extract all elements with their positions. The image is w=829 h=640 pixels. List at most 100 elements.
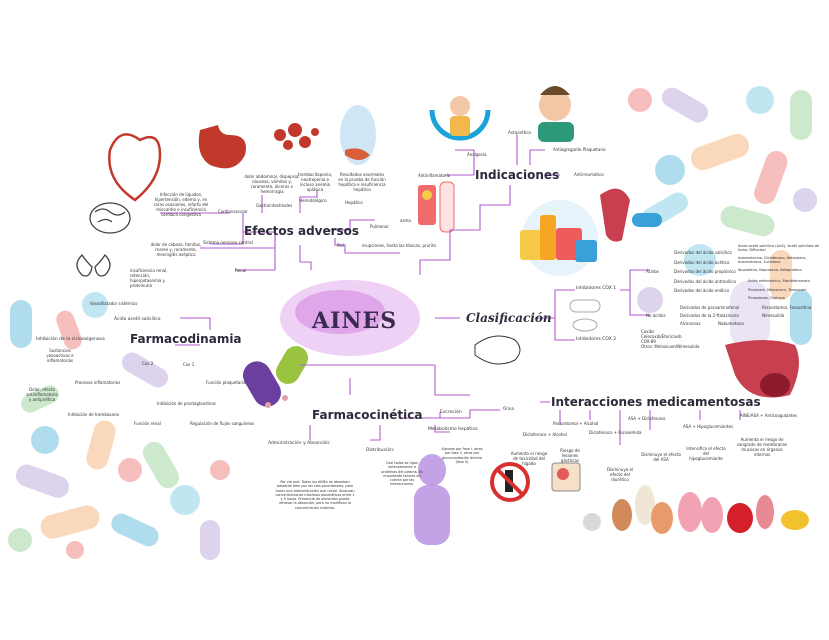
aines-splash [280, 280, 420, 356]
interaccion-label: Diclofenaco + Alcohol [523, 432, 567, 437]
no-acidos-detail: Nimesulida [762, 313, 785, 318]
organ-characters-icon [583, 485, 809, 534]
no-acidos-item: Alcanonas [680, 321, 701, 326]
cox2-item: Celecoxib/Etoricoxib [641, 334, 682, 339]
metabolismo-label: Metabolismo hepático [428, 427, 478, 432]
cox2-item: COX-89 [641, 339, 656, 344]
stomach-icon [198, 125, 246, 169]
absorcion-detail: Por vía oral. Todos los AINEs se absorbe… [275, 480, 355, 510]
cox1-label: Inhibidores COX 1 [576, 286, 617, 291]
acidos-detail: Ácido mefenámico, Meclofenamato [748, 279, 810, 283]
branch-gastrointestinales: Gastrointestinales [256, 203, 293, 208]
interaccion-detail: Disminuye el efecto del ASA [641, 452, 681, 462]
detail-hepatico: Resultados anormales en la prueba de fun… [338, 172, 386, 192]
detail-renal: insuficiencia renal, retención, hiperpot… [130, 268, 168, 288]
cox2-label: Inhibidores COX 2 [576, 337, 617, 342]
acidos-detail: Ácido acetil salicílico (AAS), Acetil sa… [738, 244, 820, 253]
metabolismo-detail: Algunos por fase I, otros por fase II, o… [441, 447, 483, 464]
acidos-detail: Ibuprofeno, Naproxeno, Ketoprofeno [738, 268, 802, 272]
blood-vessel-icon [725, 340, 799, 398]
connector-lines [160, 135, 741, 445]
interacciones-heading: Interacciones medicamentosas [551, 395, 761, 409]
body-icon [414, 454, 450, 545]
no-acidos-label: No ácidos [646, 313, 666, 318]
detail-pulmonar: asma [400, 218, 411, 223]
branch-hematologico: Hematológico [299, 198, 327, 203]
fd-item: Procesos inflamatorios [75, 380, 121, 385]
acidos-item: Derivados del ácido salicílico [674, 250, 732, 255]
branch-cardiovascular: Cardiovascular [218, 209, 248, 214]
interaccion-detail: Riesgo de lesiones gástricas [560, 448, 580, 463]
indicacion-antiinflamatorio: Antiinflamatorio [418, 173, 451, 178]
no-alcohol-icon [490, 462, 530, 502]
fd-item: Dolor, efecto antiinflamatorio y antipir… [26, 387, 58, 402]
fd-item: Función plaquetaria [206, 380, 246, 385]
brain-icon [89, 202, 131, 234]
interaccion-detail: Disminuye el efecto del diurético [606, 467, 634, 482]
farmacodinamia-heading: Farmacodinamia [130, 332, 242, 346]
branch-piel: Piel [337, 243, 345, 248]
excrecion-label: Excreción [440, 410, 462, 415]
capsules-icon [243, 346, 308, 408]
branch-pulmonar: Pulmonar [370, 224, 389, 229]
interaccion-label: ASA + Diclofenaco [628, 416, 666, 421]
no-acidos-detail: Nabumetona [718, 321, 744, 326]
fd-item: Inhibición de prostaglandinas [157, 401, 216, 406]
cox2-item: Coxibs [641, 329, 655, 334]
indicacion-antiagregante: Antiagregante Plaquetario [553, 147, 606, 152]
no-acidos-detail: Paracetamol, Fenacetina [762, 305, 812, 310]
absorcion-label: Administración y Absorción: [268, 441, 331, 446]
fd-item: Vasodilatador sistémico [90, 301, 138, 306]
acidos-item: Derivados del ácido enólico [674, 288, 730, 293]
fd-item: Inhibición de la ciclooxigenasa [36, 337, 105, 342]
blood-cells-icon [274, 123, 319, 150]
indicaciones-heading: Indicaciones [475, 168, 560, 182]
no-acidos-item: Derivados de la 2-ftalazinona [680, 313, 739, 318]
branch-hepatico: Hepático [345, 200, 363, 205]
acidos-detail: Pirazolonas, Dipirona [748, 296, 785, 300]
indicacion-antirreumatico: Antirreumático [574, 172, 604, 177]
interaccion-detail: Aumenta el riesgo de toxicidad del hígad… [510, 451, 548, 466]
detail-gastrointestinales: dolor abdominal, dispepsia, náuseas, vóm… [244, 174, 300, 194]
interaccion-label: AINE/ASA + Anticoagulantes [740, 413, 798, 418]
orina-label: Orina [503, 406, 514, 411]
interaccion-label: Diclofenaco + Furosemida [589, 430, 642, 435]
branch-snc: Sistema nervioso central [203, 240, 253, 245]
detail-piel: erupciones, hasta las tóxicas, prurito [362, 243, 436, 248]
cox2-item: Otros: Meloxicam/Nimesulida [641, 344, 700, 349]
interaccion-label: Paracetamol + Alcohol [553, 421, 599, 426]
fd-item: Cox 2 [142, 361, 154, 366]
farmacocinetica-heading: Farmacocinética [312, 408, 423, 422]
acidos-detail: Piroxicam, Meloxicam, Tenoxicam [748, 288, 807, 292]
interaccion-label: ASA + Hipoglucemiantes [683, 424, 734, 429]
kidney-icon [76, 253, 111, 277]
acidos-item: Derivados del ácido acético [674, 260, 730, 265]
clasificacion-heading: Clasificación [466, 311, 552, 325]
detail-hematologico: trombocitopenia, neutropenia e incluso a… [297, 172, 333, 192]
branch-renal: Renal [235, 268, 247, 273]
pills-left-decoration [8, 292, 230, 560]
distribucion-label: Distribución: [366, 448, 395, 453]
detail-snc: dolor de cabeza, tinnitus, mareo y, rara… [150, 242, 202, 257]
indicacion-antipiretico: Antipirético [508, 130, 531, 135]
interaccion-detail: Intensifica el efecto del hipoglucemiant… [686, 446, 726, 461]
efectos-adversos-heading: Efectos adversos [244, 224, 360, 238]
indicacion-analgesia: Analgesia [467, 152, 487, 157]
fd-item: Cox 1 [183, 362, 195, 367]
distribucion-detail: Casi todos se ligan extensamente a prote… [381, 461, 423, 487]
fd-item: Inhibición de tromboxano [68, 412, 119, 417]
heart-icon [108, 133, 162, 202]
central-title: AINES [312, 308, 398, 334]
no-acidos-item: Derivados de paraaminofenol [680, 305, 740, 310]
fd-item: Sustancias vasoactivas e inflamatorias [46, 348, 74, 363]
pills-right-decoration [628, 86, 817, 350]
sick-boy-icon [538, 86, 574, 142]
knee-pain-icon [600, 188, 662, 242]
acidos-item: Derivados del ácido propiónico [674, 269, 736, 274]
ointment-joint-icon [418, 181, 455, 233]
medicine-bottles-icon [520, 200, 598, 276]
sick-girl-icon [429, 96, 491, 141]
stomach-pain-icon [551, 462, 581, 492]
fd-item: Función renal [134, 421, 161, 426]
